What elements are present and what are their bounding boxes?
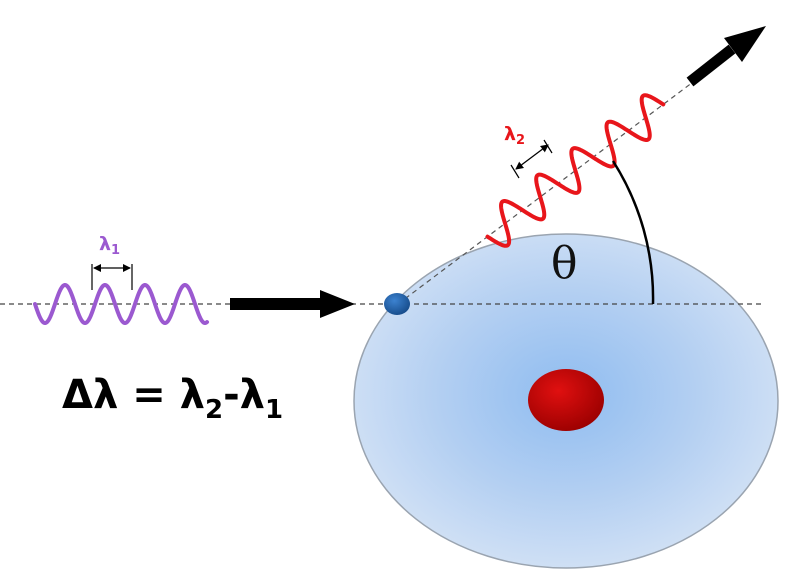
electron <box>384 293 410 315</box>
nucleus <box>528 369 604 431</box>
incident-photon-wave <box>33 282 209 326</box>
compton-shift-equation: Δλ = λ2-λ1 <box>62 372 283 425</box>
lambda2-label: λ2 <box>504 123 525 148</box>
scattering-angle-arc <box>611 160 655 305</box>
lambda1-label: λ1 <box>99 233 120 258</box>
scattered-axis-dashed-line <box>397 72 706 305</box>
theta-label: θ <box>551 238 578 289</box>
scattered-photon-wave <box>485 93 666 248</box>
scattered-direction-arrow <box>686 26 766 87</box>
incident-direction-arrow <box>230 290 355 318</box>
lambda2-wavelength-marker <box>510 139 553 179</box>
lambda1-wavelength-marker <box>91 264 133 290</box>
